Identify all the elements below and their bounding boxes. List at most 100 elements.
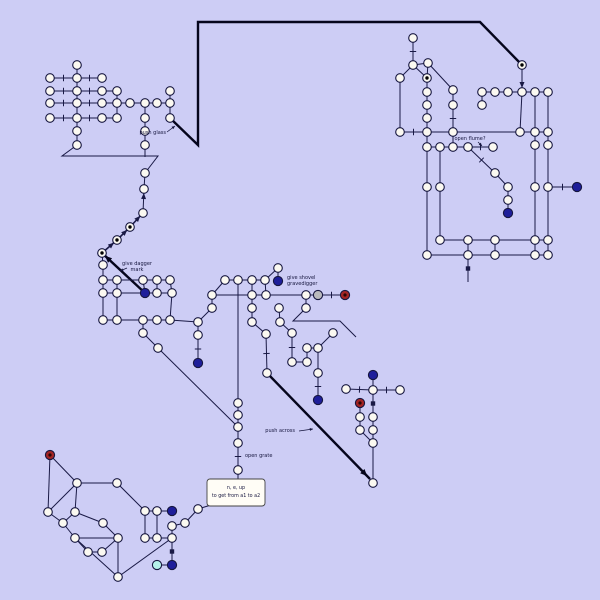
room-node bbox=[83, 547, 93, 557]
room-node bbox=[368, 478, 378, 488]
room-node bbox=[503, 182, 513, 192]
room-node bbox=[530, 87, 540, 97]
room-node bbox=[97, 547, 107, 557]
room-node-blue bbox=[502, 207, 514, 219]
room-node bbox=[543, 87, 553, 97]
room-node bbox=[543, 127, 553, 137]
room-node bbox=[247, 290, 257, 300]
room-node bbox=[72, 73, 82, 83]
room-node bbox=[395, 73, 405, 83]
map-edge bbox=[49, 454, 78, 484]
room-node bbox=[180, 518, 190, 528]
room-node bbox=[45, 86, 55, 96]
arrowhead bbox=[141, 192, 147, 200]
room-node bbox=[207, 290, 217, 300]
room-node bbox=[302, 357, 312, 367]
arrowhead bbox=[107, 242, 114, 249]
room-node bbox=[112, 478, 122, 488]
room-node bbox=[273, 263, 283, 273]
room-node bbox=[152, 275, 162, 285]
edge-label: open grate bbox=[245, 453, 272, 459]
room-node bbox=[97, 73, 107, 83]
room-node bbox=[422, 250, 432, 260]
room-node bbox=[313, 368, 323, 378]
arrowhead bbox=[478, 142, 482, 146]
door-tick bbox=[478, 157, 485, 163]
room-node bbox=[368, 425, 378, 435]
room-node bbox=[72, 60, 82, 70]
room-node bbox=[435, 235, 445, 245]
room-node bbox=[140, 113, 150, 123]
arrowhead bbox=[134, 215, 141, 223]
room-node bbox=[543, 182, 553, 192]
room-node bbox=[477, 100, 487, 110]
room-node bbox=[368, 385, 378, 395]
room-node bbox=[140, 126, 150, 136]
map-edge bbox=[427, 62, 454, 91]
map-edge bbox=[117, 537, 173, 578]
room-node bbox=[422, 87, 432, 97]
route-note-box bbox=[206, 478, 266, 507]
route-note-text: to get from a1 to a2 bbox=[212, 493, 260, 499]
room-node bbox=[463, 235, 473, 245]
edge-label: push across bbox=[265, 428, 295, 434]
room-node bbox=[287, 357, 297, 367]
room-node bbox=[72, 140, 82, 150]
edge-label: give shovel bbox=[287, 275, 315, 281]
room-node bbox=[98, 315, 108, 325]
room-node bbox=[261, 290, 271, 300]
edge-label: give dagger bbox=[122, 261, 153, 267]
room-node bbox=[152, 315, 162, 325]
room-node bbox=[167, 533, 177, 543]
room-node bbox=[233, 465, 243, 475]
red-node-dot bbox=[48, 453, 52, 457]
room-node bbox=[167, 288, 177, 298]
room-node bbox=[448, 142, 458, 152]
map-edge bbox=[47, 454, 51, 513]
room-node bbox=[45, 73, 55, 83]
room-node bbox=[193, 504, 203, 514]
room-node bbox=[301, 303, 311, 313]
one-way-route-line bbox=[169, 20, 523, 148]
room-node bbox=[355, 412, 365, 422]
room-node bbox=[152, 98, 162, 108]
room-node bbox=[112, 288, 122, 298]
room-node-blue bbox=[139, 287, 151, 299]
room-node bbox=[97, 86, 107, 96]
room-node bbox=[72, 126, 82, 136]
red-node-dot bbox=[358, 401, 362, 405]
room-node bbox=[112, 113, 122, 123]
edge-label: open flume? bbox=[455, 136, 486, 142]
visited-dot bbox=[425, 76, 429, 80]
map-edge bbox=[519, 91, 523, 133]
room-node bbox=[45, 98, 55, 108]
room-node bbox=[138, 328, 148, 338]
room-node bbox=[448, 85, 458, 95]
visited-dot bbox=[100, 251, 104, 255]
room-node bbox=[448, 100, 458, 110]
room-node bbox=[152, 533, 162, 543]
room-node bbox=[72, 478, 82, 488]
visited-dot bbox=[128, 225, 132, 229]
room-node bbox=[543, 140, 553, 150]
room-node bbox=[45, 113, 55, 123]
room-node bbox=[165, 275, 175, 285]
room-node bbox=[422, 127, 432, 137]
map-edge bbox=[116, 482, 146, 512]
room-node bbox=[112, 98, 122, 108]
room-node bbox=[140, 98, 150, 108]
room-node bbox=[112, 275, 122, 285]
room-node bbox=[530, 182, 540, 192]
room-node bbox=[313, 343, 323, 353]
room-node bbox=[98, 518, 108, 528]
room-node bbox=[233, 438, 243, 448]
room-node bbox=[152, 506, 162, 516]
room-node bbox=[138, 275, 148, 285]
room-node bbox=[233, 398, 243, 408]
room-node bbox=[490, 250, 500, 260]
room-node bbox=[262, 368, 272, 378]
map-edge bbox=[47, 482, 78, 513]
arrowhead bbox=[121, 229, 128, 236]
room-node bbox=[395, 385, 405, 395]
